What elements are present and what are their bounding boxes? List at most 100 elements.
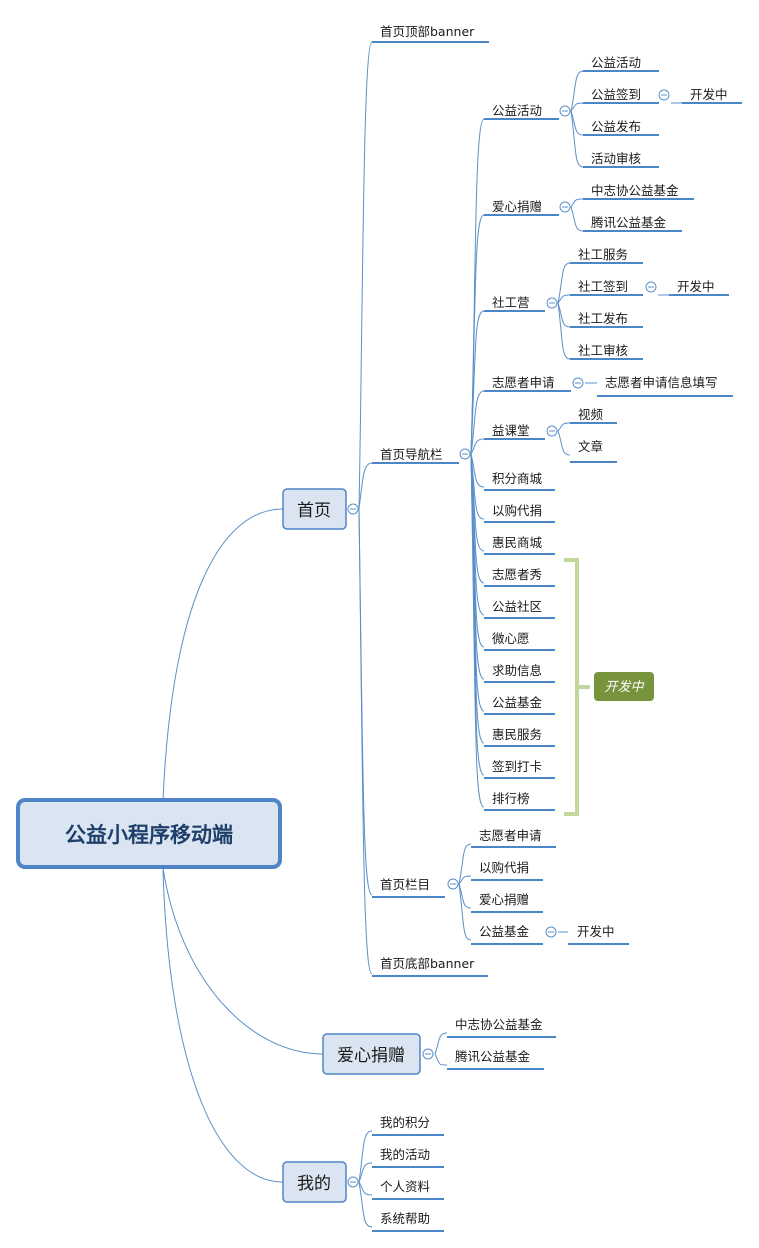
home-columns-collapse-icon[interactable] [447, 878, 459, 890]
donation-fund-2: 腾讯公益基金 [455, 1049, 531, 1064]
volunteer-apply-label: 志愿者申请 [492, 375, 555, 390]
benefit-mall-label: 惠民商城 [492, 535, 543, 550]
buy-donate-label: 以购代捐 [492, 503, 542, 518]
nav-donation-fund-1: 中志协公益基金 [591, 183, 679, 198]
charity-community-label: 公益社区 [492, 599, 542, 614]
column-item-node[interactable]: 以购代捐 [471, 860, 543, 881]
mine-item-node[interactable]: 系统帮助 [372, 1211, 444, 1232]
social-signin-collapse-icon[interactable] [645, 281, 657, 293]
ranking-label: 排行榜 [492, 791, 530, 806]
donation-fund-node[interactable]: 腾讯公益基金 [447, 1049, 544, 1070]
nav-volunteer-apply-node[interactable]: 志愿者申请 [484, 375, 571, 392]
nav-donation-fund-2-node[interactable]: 腾讯公益基金 [583, 215, 682, 232]
charity-activity-connectors [570, 70, 682, 168]
nav-social-camp-node[interactable]: 社工营 [484, 295, 545, 312]
donation-collapse-icon[interactable] [422, 1048, 434, 1060]
charity-signin-node[interactable]: 公益签到 [583, 87, 659, 104]
nav-buy-donate-node[interactable]: 以购代捐 [484, 503, 555, 523]
mine-item-node[interactable]: 个人资料 [372, 1179, 444, 1200]
charity-activity-collapse-icon[interactable] [559, 105, 571, 117]
checkin-label: 签到打卡 [492, 759, 542, 774]
home-columns-node[interactable]: 首页栏目 [372, 877, 445, 898]
column-fund-status: 开发中 [577, 924, 615, 939]
volunteer-form-label: 志愿者申请信息填写 [605, 375, 718, 390]
column-buy-donate-label: 以购代捐 [479, 860, 529, 875]
nav-classroom-node[interactable]: 益课堂 [484, 423, 545, 440]
root-node[interactable]: 公益小程序移动端 [16, 798, 282, 869]
column-fund-collapse-icon[interactable] [545, 926, 557, 938]
donation-node[interactable]: 爱心捐赠 [322, 1033, 421, 1075]
nav-donation-collapse-icon[interactable] [559, 201, 571, 213]
home-label: 首页 [297, 501, 331, 521]
home-nav-label: 首页导航栏 [380, 447, 443, 462]
profile-label: 个人资料 [380, 1179, 431, 1194]
root-label: 公益小程序移动端 [65, 823, 233, 847]
nav-charity-activity-node[interactable]: 公益活动 [484, 103, 559, 120]
nav-dev-item-node[interactable]: 志愿者秀 [484, 567, 555, 587]
nav-dev-item-node[interactable]: 惠民服务 [484, 727, 555, 747]
charity-signin-status: 开发中 [690, 87, 728, 102]
nav-dev-item-node[interactable]: 签到打卡 [484, 759, 555, 779]
root-connectors [162, 508, 324, 1183]
social-publish-node[interactable]: 社工发布 [570, 311, 643, 328]
nav-dev-item-node[interactable]: 公益基金 [484, 695, 555, 715]
nav-points-mall-node[interactable]: 积分商城 [484, 471, 555, 491]
activity-review-label: 活动审核 [591, 151, 642, 166]
nav-dev-item-node[interactable]: 求助信息 [484, 663, 555, 683]
column-item-node[interactable]: 爱心捐赠 [471, 892, 543, 913]
column-volunteer-label: 志愿者申请 [479, 828, 542, 843]
charity-signin-collapse-icon[interactable] [658, 89, 670, 101]
social-review-node[interactable]: 社工审核 [570, 343, 643, 360]
nav-donation-node[interactable]: 爱心捐赠 [484, 199, 559, 216]
home-banner-bottom-node[interactable]: 首页底部banner [372, 956, 488, 977]
activity-review-node[interactable]: 活动审核 [583, 151, 659, 168]
donation-connectors [434, 1032, 448, 1066]
classroom-video-node[interactable]: 视频 [570, 407, 617, 424]
nav-dev-item-node[interactable]: 排行榜 [484, 791, 555, 811]
column-fund-label: 公益基金 [479, 924, 530, 939]
home-nav-collapse-icon[interactable] [459, 448, 471, 460]
classroom-article-label: 文章 [578, 439, 603, 454]
nav-donation-fund-1-node[interactable]: 中志协公益基金 [583, 183, 694, 200]
system-help-label: 系统帮助 [380, 1211, 430, 1226]
social-camp-label: 社工营 [492, 295, 530, 310]
column-donation-label: 爱心捐赠 [479, 892, 529, 907]
home-node[interactable]: 首页 [282, 488, 347, 530]
home-columns-label: 首页栏目 [380, 877, 430, 892]
charity-publish-label: 公益发布 [591, 119, 641, 134]
mine-collapse-icon[interactable] [347, 1176, 359, 1188]
social-service-node[interactable]: 社工服务 [570, 247, 643, 264]
home-collapse-icon[interactable] [347, 503, 359, 515]
nav-donation-label: 爱心捐赠 [492, 199, 542, 214]
nav-dev-item-node[interactable]: 公益社区 [484, 599, 555, 619]
classroom-collapse-icon[interactable] [546, 425, 558, 437]
home-banner-bottom-label: 首页底部banner [380, 956, 475, 971]
mine-item-node[interactable]: 我的积分 [372, 1115, 444, 1136]
home-banner-top-node[interactable]: 首页顶部banner [372, 24, 489, 43]
social-signin-node[interactable]: 社工签到 [570, 279, 643, 296]
nav-donation-connectors [570, 198, 584, 232]
nav-benefit-mall-node[interactable]: 惠民商城 [484, 535, 555, 555]
donation-fund-node[interactable]: 中志协公益基金 [447, 1017, 556, 1038]
column-fund-status-node: 开发中 [568, 924, 629, 945]
volunteer-apply-collapse-icon[interactable] [572, 377, 584, 389]
classroom-video-label: 视频 [578, 407, 604, 422]
charity-activity-item-node[interactable]: 公益活动 [583, 55, 659, 72]
mine-node[interactable]: 我的 [282, 1161, 347, 1203]
points-mall-label: 积分商城 [492, 471, 543, 486]
mine-connectors [358, 1130, 373, 1228]
my-points-label: 我的积分 [380, 1115, 430, 1130]
charity-publish-node[interactable]: 公益发布 [583, 119, 659, 136]
column-item-node[interactable]: 志愿者申请 [471, 828, 556, 848]
dev-bracket [564, 558, 590, 816]
home-banner-top-label: 首页顶部banner [380, 24, 475, 39]
column-item-node[interactable]: 公益基金 [471, 924, 543, 945]
social-camp-collapse-icon[interactable] [546, 297, 558, 309]
classroom-article-node[interactable]: 文章 [570, 439, 617, 463]
mine-item-node[interactable]: 我的活动 [372, 1147, 444, 1168]
home-nav-node[interactable]: 首页导航栏 [372, 447, 459, 464]
benefit-service-label: 惠民服务 [492, 727, 542, 742]
social-publish-label: 社工发布 [578, 311, 628, 326]
nav-dev-item-node[interactable]: 微心愿 [484, 631, 555, 651]
volunteer-form-node[interactable]: 志愿者申请信息填写 [597, 375, 733, 397]
